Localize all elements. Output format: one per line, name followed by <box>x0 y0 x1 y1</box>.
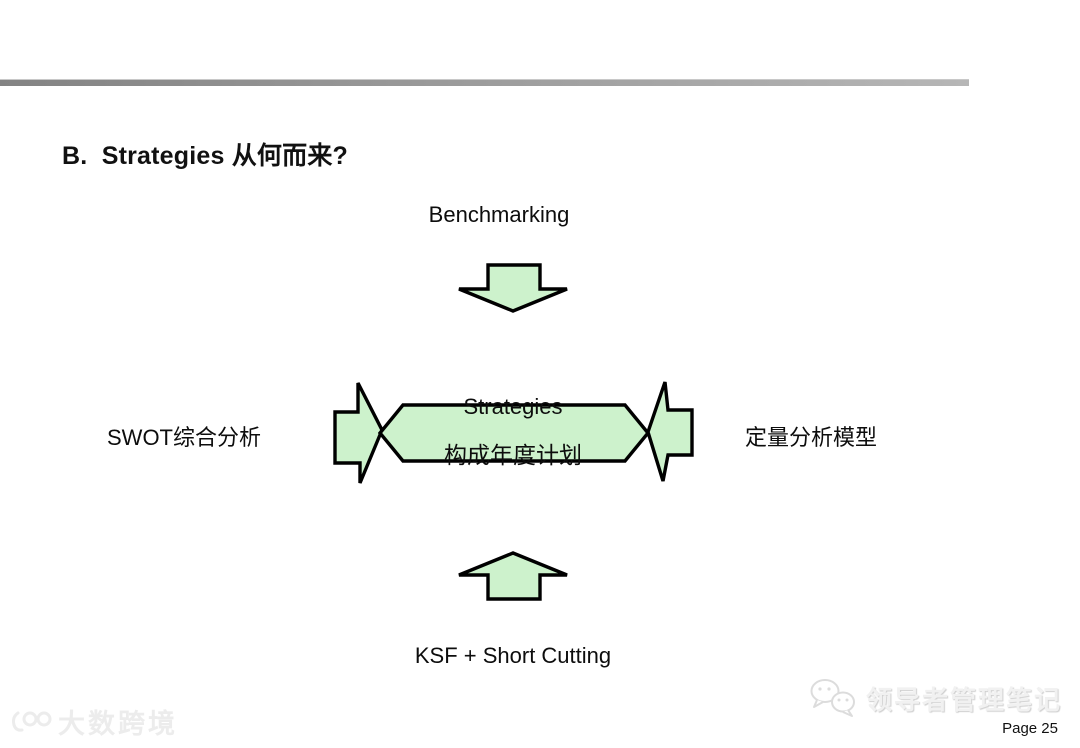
watermark-left-text: 大数跨境 <box>58 709 178 739</box>
hexagon-polygon <box>378 403 650 463</box>
arrow-up-icon <box>458 551 568 601</box>
arrow-left-shape <box>646 381 694 482</box>
wechat-bubbles-icon <box>810 679 855 717</box>
header-divider-bar <box>0 79 969 86</box>
watermark-right-text: 领导者管理笔记 <box>866 684 1063 715</box>
arrow-up-shape <box>458 551 568 601</box>
arrow-down-shape <box>458 263 568 313</box>
arrow-left-icon <box>646 381 694 482</box>
label-swot-analysis: SWOT综合分析 <box>107 425 261 450</box>
page-number: Page 25 <box>1002 720 1058 737</box>
label-benchmarking: Benchmarking <box>428 202 570 227</box>
watermark-bottom-right: 领导者管理笔记 <box>808 676 1062 720</box>
watermark-bottom-left: 大数跨境 <box>8 702 178 741</box>
arrow-right-icon <box>333 382 384 484</box>
arrow-right-shape <box>333 382 384 484</box>
arrow-down-icon <box>458 263 568 313</box>
center-label-line1: Strategies <box>463 394 563 419</box>
center-label-line2: 构成年度计划 <box>444 442 582 468</box>
label-quantitative-model: 定量分析模型 <box>744 425 877 450</box>
slide-title: B. Strategies 从何而来? <box>62 142 348 170</box>
label-ksf-short-cutting: KSF + Short Cutting <box>414 643 612 668</box>
hexagon-center-shape <box>378 403 650 463</box>
brand-100-logo-icon <box>12 711 52 732</box>
